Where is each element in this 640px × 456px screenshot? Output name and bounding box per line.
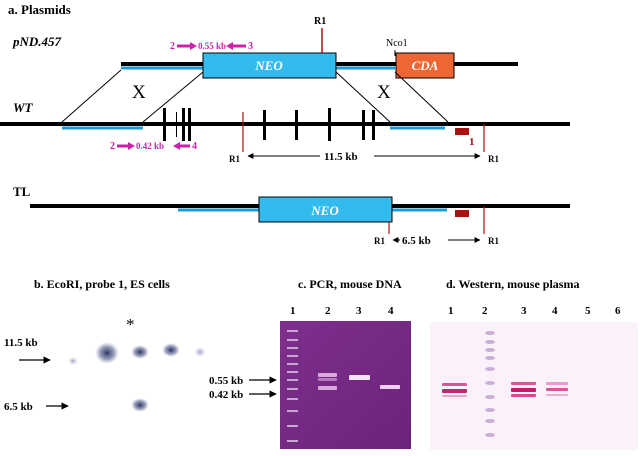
r1-label-wt-right: R1	[488, 154, 499, 164]
panel-a-title: a. Plasmids	[8, 2, 71, 17]
nco1-label: Nco1	[386, 38, 408, 49]
crossover-x-right: X	[377, 82, 391, 103]
neo-label-plasmid: NEO	[254, 58, 283, 73]
southern-blot: * 11.5 kb 6.5 kb	[4, 315, 206, 413]
probe-1-wt	[455, 128, 469, 135]
primer-4-label: 4	[192, 141, 197, 152]
pcr-lane-2: 2	[325, 305, 331, 317]
western-lane-3: 3	[521, 305, 527, 317]
wt-primers: 2 0.42 kb 4	[110, 141, 197, 152]
band-lane2-high	[95, 342, 119, 364]
western-lane-6: 6	[615, 305, 621, 317]
blot-asterisk: *	[126, 315, 135, 334]
band-lane3-high	[131, 345, 149, 359]
band-lane3-low	[131, 398, 149, 412]
r1-label-wt-left: R1	[229, 154, 240, 164]
r1-label-tl-right: R1	[488, 236, 499, 246]
neo-box-tl	[258, 196, 393, 223]
plasmid-label: pND.457	[12, 34, 62, 49]
blot-marker-low: 6.5 kb	[4, 401, 33, 413]
band-lane5-high	[194, 347, 206, 357]
plasmid-construct: NEO CDA R1 Nco1	[121, 16, 518, 79]
r1-label-tl-left: R1	[374, 236, 385, 246]
western-lane-1: 1	[448, 305, 454, 317]
primer-2-label-wt: 2	[110, 141, 115, 152]
wt-label: WT	[13, 100, 34, 115]
probe-1-label-wt: 1	[469, 136, 475, 148]
plasmid-pcr-product: 0.55 kb	[198, 41, 226, 51]
pcr-lane-4: 4	[388, 305, 394, 317]
neo-box-plasmid	[202, 52, 337, 79]
tl-fragment-measure: R1 6.5 kb R1	[374, 235, 499, 247]
panel-c-title: c. PCR, mouse DNA	[298, 277, 402, 291]
r1-label-plasmid: R1	[314, 16, 326, 27]
primer-2-label-plasmid: 2	[170, 41, 175, 52]
probe-1-tl	[455, 210, 469, 217]
western-lane-2: 2	[482, 305, 488, 317]
tl-fragment-size: 6.5 kb	[402, 235, 431, 247]
tl-locus: NEO	[30, 196, 570, 234]
wt-pcr-product: 0.42 kb	[136, 141, 164, 151]
band-lane4-high	[162, 343, 180, 357]
wt-fragment-size: 11.5 kb	[324, 151, 358, 163]
pcr-lane-3: 3	[356, 305, 362, 317]
recombination-crossover: X X	[61, 69, 449, 123]
plasmid-primers: 2 0.55 kb 3	[170, 41, 253, 52]
panel-b-title: b. EcoRI, probe 1, ES cells	[34, 277, 170, 291]
panel-d-title: d. Western, mouse plasma	[446, 277, 579, 291]
western-lane-4: 4	[552, 305, 558, 317]
tl-label: TL	[13, 184, 31, 199]
blot-marker-high: 11.5 kb	[4, 337, 38, 349]
neo-label-tl: NEO	[310, 203, 339, 218]
pcr-lane-1: 1	[290, 305, 296, 317]
pcr-marker-low: 0.42 kb	[209, 389, 243, 401]
western-blot: 1 2 3 4 5 6	[430, 305, 638, 450]
cda-label: CDA	[412, 58, 439, 73]
primer-3-label: 3	[248, 41, 253, 52]
pcr-marker-high: 0.55 kb	[209, 375, 243, 387]
cda-box	[395, 52, 455, 79]
crossover-x-left: X	[132, 82, 146, 103]
pcr-gel: 1 2 3 4 0.55 kb 0.42 kb	[209, 305, 411, 449]
wt-fragment-measure: R1 11.5 kb R1	[229, 151, 499, 164]
western-lane-5: 5	[585, 305, 591, 317]
wt-locus: 1	[0, 108, 570, 152]
